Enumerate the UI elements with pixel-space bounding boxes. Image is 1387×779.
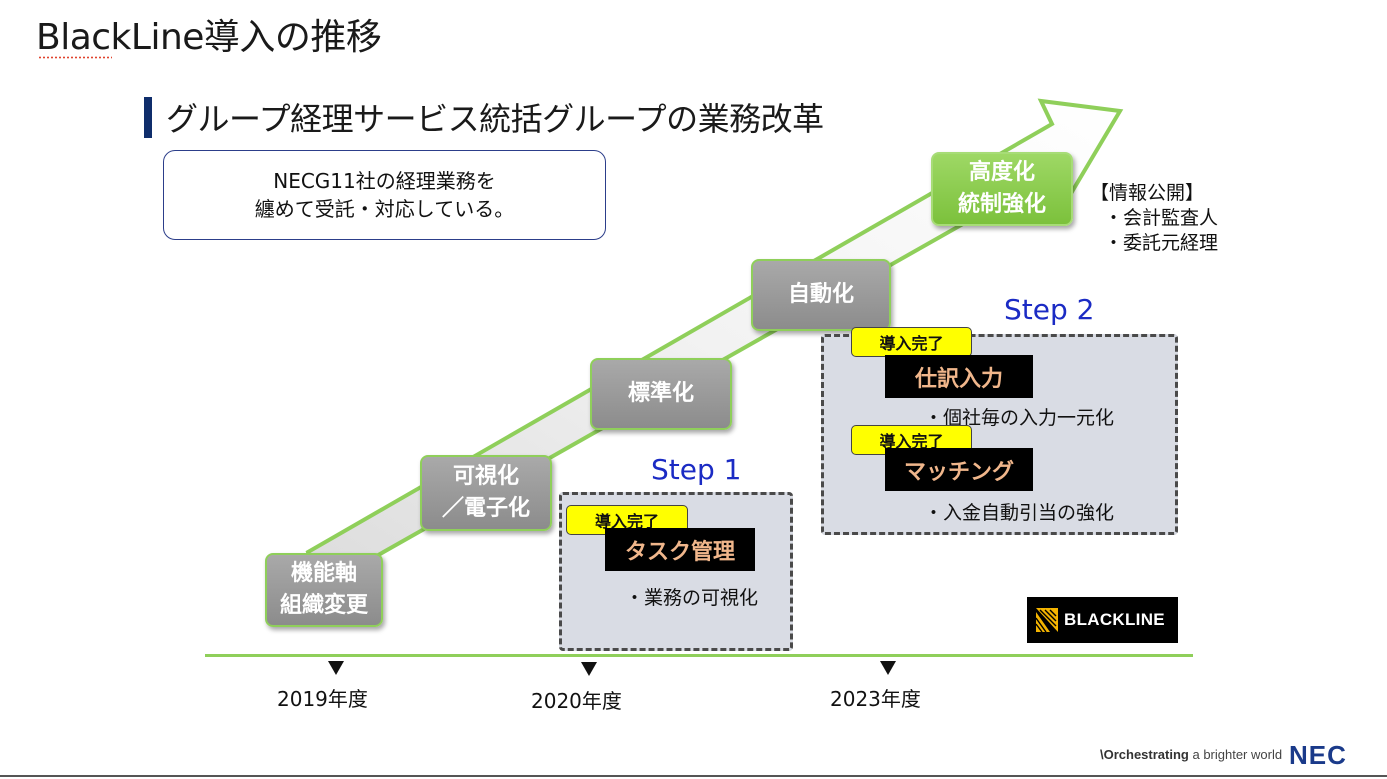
section-title: グループ経理サービス統括グループの業務改革 bbox=[166, 100, 824, 138]
stage-label: 組織変更 bbox=[279, 593, 368, 618]
blackline-logo: BLACKLINE bbox=[1027, 597, 1178, 643]
footer-divider bbox=[0, 775, 1387, 777]
step2-bullet: ・個社毎の入力一元化 bbox=[924, 407, 1115, 429]
section-marker bbox=[144, 97, 152, 138]
step2-complete-badge: 導入完了 bbox=[851, 327, 972, 357]
blackline-mark-icon bbox=[1036, 608, 1058, 632]
tagline-prefix: \Orchestrating bbox=[1100, 747, 1189, 762]
stage-label: 機能軸 bbox=[290, 561, 357, 586]
feature-journal-entry: 仕訳入力 bbox=[885, 355, 1033, 398]
tagline-suffix: a brighter world bbox=[1188, 747, 1283, 762]
info-disclosure: 【情報公開】 ・会計監査人 ・委託元経理 bbox=[1090, 181, 1218, 256]
stage-automation: 自動化 bbox=[751, 259, 891, 331]
stage-label: 統制強化 bbox=[957, 192, 1046, 217]
stage-label: ／電子化 bbox=[441, 496, 530, 521]
stage-advanced-control: 高度化 統制強化 bbox=[931, 152, 1073, 226]
stage-standardization: 標準化 bbox=[590, 358, 732, 430]
timeline-marker-icon bbox=[581, 662, 597, 676]
page-title: BlackLine導入の推移 bbox=[36, 17, 382, 58]
footer-tagline: \Orchestrating a brighter world bbox=[1100, 747, 1282, 762]
step1-bullet: ・業務の可視化 bbox=[625, 587, 759, 609]
info-disclosure-item: ・会計監査人 bbox=[1104, 207, 1219, 229]
stage-label: 標準化 bbox=[627, 381, 694, 406]
timeline-axis bbox=[205, 654, 1193, 657]
timeline-marker-icon bbox=[880, 661, 896, 675]
spellcheck-underline bbox=[38, 56, 112, 60]
step2-bullet: ・入金自動引当の強化 bbox=[924, 502, 1115, 524]
stage-label: 可視化 bbox=[452, 464, 519, 489]
stage-visualization: 可視化 ／電子化 bbox=[420, 455, 552, 531]
step2-label: Step 2 bbox=[1004, 293, 1095, 326]
summary-note: NECG11社の経理業務を 纏めて受託・対応している。 bbox=[163, 150, 606, 240]
feature-task-management: タスク管理 bbox=[605, 528, 755, 571]
timeline-year: 2020年度 bbox=[531, 689, 622, 713]
timeline-year: 2019年度 bbox=[277, 687, 368, 711]
step1-label: Step 1 bbox=[651, 453, 742, 486]
stage-functional-org: 機能軸 組織変更 bbox=[265, 553, 383, 627]
info-disclosure-item: ・委託元経理 bbox=[1104, 232, 1219, 254]
blackline-logo-text: BLACKLINE bbox=[1064, 610, 1165, 629]
summary-note-line: 纏めて受託・対応している。 bbox=[254, 197, 515, 221]
stage-label: 自動化 bbox=[787, 282, 854, 307]
info-disclosure-heading: 【情報公開】 bbox=[1090, 182, 1205, 204]
feature-matching: マッチング bbox=[885, 448, 1033, 491]
stage-label: 高度化 bbox=[968, 160, 1035, 185]
summary-note-line: NECG11社の経理業務を bbox=[273, 169, 496, 193]
timeline-marker-icon bbox=[328, 661, 344, 675]
timeline-year: 2023年度 bbox=[830, 687, 921, 711]
nec-logo: NEC bbox=[1289, 740, 1347, 770]
